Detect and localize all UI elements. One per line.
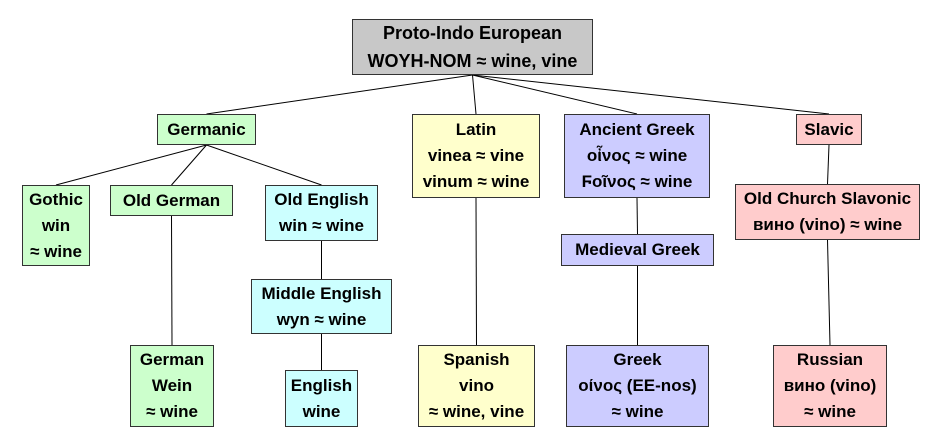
node-medieval-greek-line-1: Medieval Greek xyxy=(575,240,700,259)
node-german: German Wein ≈ wine xyxy=(130,345,214,427)
node-greek-line-3: ≈ wine xyxy=(611,402,664,421)
edge-root-to-ancient_greek xyxy=(472,74,638,115)
node-english-line-2: wine xyxy=(302,401,341,421)
node-slavic-line-1: Slavic xyxy=(804,119,854,139)
node-spanish-line-2: vino xyxy=(459,376,494,395)
node-old-church-slavonic-line-1: Old Church Slavonic xyxy=(743,189,912,208)
node-latin-line-1: Latin xyxy=(455,120,497,139)
node-english-line-1: English xyxy=(290,375,353,395)
node-germanic-line-1: Germanic xyxy=(167,119,246,139)
edge-root-to-slavic xyxy=(472,74,830,115)
node-russian: Russian вино (vino) ≈ wine xyxy=(773,345,887,427)
node-ancient-greek-line-3: Ϝοῖνος ≈ wine xyxy=(581,172,693,191)
node-proto-indo-european-line-1: Proto-Indo European xyxy=(383,23,562,43)
node-slavic: Slavic xyxy=(796,114,862,145)
node-gothic-line-2: win xyxy=(41,215,71,235)
edge-ancient_greek-to-medieval_greek xyxy=(636,197,638,235)
node-germanic: Germanic xyxy=(157,114,256,145)
node-middle-english-line-2: wyn ≈ wine xyxy=(276,309,367,329)
edge-slavic-to-old_church_slavonic xyxy=(827,144,830,185)
node-russian-line-3: ≈ wine xyxy=(804,402,856,421)
node-german-line-3: ≈ wine xyxy=(146,402,198,421)
node-old-church-slavonic: Old Church Slavonic вино (vino) ≈ wine xyxy=(735,184,920,240)
edge-germanic-to-old_german xyxy=(171,144,207,186)
node-spanish: Spanish vino ≈ wine, vine xyxy=(418,345,535,427)
node-old-german: Old German xyxy=(110,185,233,216)
node-greek-line-2: οίνος (EE-nos) xyxy=(578,376,697,395)
node-middle-english: Middle English wyn ≈ wine xyxy=(251,279,392,334)
node-german-line-1: German xyxy=(139,350,205,369)
node-latin-line-3: vinum ≈ wine xyxy=(422,172,530,191)
node-proto-indo-european-line-2: WOYH-NOM ≈ wine, vine xyxy=(367,51,578,71)
node-old-english: Old English win ≈ wine xyxy=(265,185,378,241)
edge-old_german-to-german xyxy=(171,215,173,346)
node-spanish-line-1: Spanish xyxy=(443,350,510,369)
node-russian-line-1: Russian xyxy=(796,350,864,369)
node-medieval-greek: Medieval Greek xyxy=(561,234,714,266)
node-old-english-line-1: Old English xyxy=(274,190,369,209)
node-ancient-greek-line-1: Ancient Greek xyxy=(579,120,695,139)
node-latin-line-2: vinea ≈ vine xyxy=(427,146,525,165)
node-greek-line-1: Greek xyxy=(613,350,662,369)
node-middle-english-line-1: Middle English xyxy=(261,283,382,303)
edge-latin-to-spanish xyxy=(475,197,477,346)
node-old-german-line-1: Old German xyxy=(122,190,221,210)
edge-root-to-germanic xyxy=(206,74,473,115)
node-russian-line-2: вино (vino) xyxy=(783,376,877,395)
node-ancient-greek: Ancient Greek οἶνος ≈ wine Ϝοῖνος ≈ wine xyxy=(564,114,710,198)
node-gothic: Gothic win ≈ wine xyxy=(22,185,90,266)
edge-germanic-to-old_english xyxy=(206,144,322,186)
node-greek: Greek οίνος (EE-nos) ≈ wine xyxy=(566,345,709,427)
node-english: English wine xyxy=(285,370,358,427)
edge-old_church_slavonic-to-russian xyxy=(827,239,831,346)
node-gothic-line-3: ≈ wine xyxy=(30,241,82,261)
edge-germanic-to-gothic xyxy=(55,144,207,186)
node-spanish-line-3: ≈ wine, vine xyxy=(428,402,525,421)
node-gothic-line-1: Gothic xyxy=(29,189,83,209)
node-proto-indo-european: Proto-Indo European WOYH-NOM ≈ wine, vin… xyxy=(352,19,593,75)
node-ancient-greek-line-2: οἶνος ≈ wine xyxy=(586,146,688,165)
edge-root-to-latin xyxy=(472,74,477,115)
node-old-english-line-2: win ≈ wine xyxy=(279,216,364,235)
node-german-line-2: Wein xyxy=(151,376,193,395)
node-latin: Latin vinea ≈ vine vinum ≈ wine xyxy=(412,114,540,198)
node-old-church-slavonic-line-2: вино (vino) ≈ wine xyxy=(752,215,903,234)
